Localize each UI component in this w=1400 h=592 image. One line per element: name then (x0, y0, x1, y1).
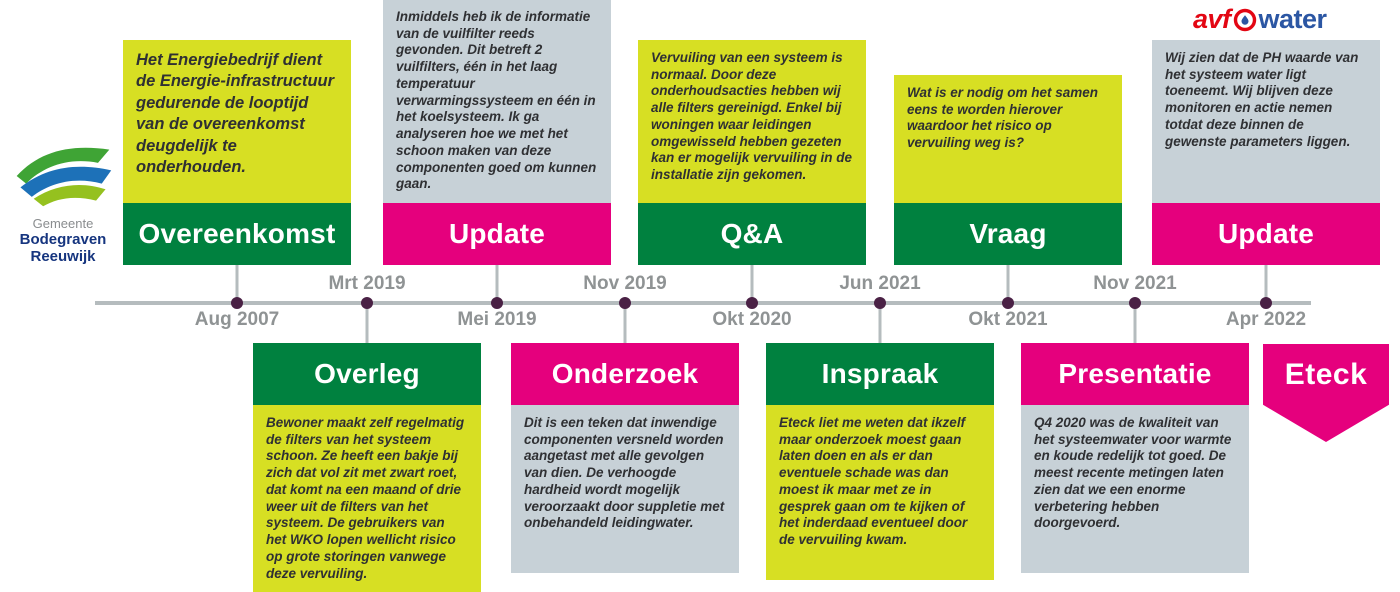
avf-text: avf (1193, 4, 1231, 34)
eteck-label: Eteck (1284, 358, 1368, 391)
date-label-mei-2019: Mei 2019 (457, 309, 537, 330)
date-label-jun-2021: Jun 2021 (839, 273, 921, 294)
event-title: Overeenkomst (123, 203, 351, 265)
event-overleg: Overleg Bewoner maakt zelf regelmatig de… (253, 343, 481, 592)
connector-qa (750, 265, 754, 303)
date-label-mrt-2019: Mrt 2019 (328, 273, 406, 294)
timeline-dot (874, 297, 886, 309)
timeline-line (95, 301, 1311, 305)
event-update-apr-2022: Wij zien dat de PH waarde van het systee… (1152, 40, 1380, 265)
gemeente-ribbons-icon (16, 147, 112, 207)
timeline-dot (746, 297, 758, 309)
timeline-dot (1129, 297, 1141, 309)
event-note: Bewoner maakt zelf regelmatig de filters… (253, 405, 481, 592)
timeline-dot (231, 297, 243, 309)
gemeente-name-line2: Reeuwijk (30, 248, 96, 266)
event-note: Q4 2020 was de kwaliteit van het systeem… (1021, 405, 1249, 573)
event-note: Wij zien dat de PH waarde van het systee… (1152, 40, 1380, 203)
connector-vraag (1006, 265, 1010, 303)
timeline-dot (619, 297, 631, 309)
date-label-aug-2007: Aug 2007 (194, 309, 280, 330)
event-qa: Vervuiling van een systeem is normaal. D… (638, 40, 866, 265)
connector-onderzoek (623, 305, 627, 344)
event-overeenkomst: Het Energiebedrijf dient de Energie-infr… (123, 40, 351, 265)
event-title: Update (383, 203, 611, 265)
connector-update-apr-2022 (1264, 265, 1268, 303)
event-vraag: Wat is er nodig om het samen eens te wor… (894, 75, 1122, 265)
event-title: Presentatie (1021, 343, 1249, 405)
timeline-dot (1002, 297, 1014, 309)
event-update-mei-2019: Inmiddels heb ik de informatie van de vu… (383, 0, 611, 265)
event-note: Inmiddels heb ik de informatie van de vu… (383, 0, 611, 203)
connector-overleg (365, 305, 369, 344)
event-note: Wat is er nodig om het samen eens te wor… (894, 75, 1122, 203)
gemeente-name-line1: Bodegraven (19, 231, 107, 248)
event-title: Overleg (253, 343, 481, 405)
event-title: Update (1152, 203, 1380, 265)
event-note: Vervuiling van een systeem is normaal. D… (638, 40, 866, 203)
event-title: Vraag (894, 203, 1122, 265)
event-title: Q&A (638, 203, 866, 265)
event-title: Onderzoek (511, 343, 739, 405)
event-note: Het Energiebedrijf dient de Energie-infr… (123, 40, 351, 203)
date-label-nov-2019: Nov 2019 (583, 273, 667, 294)
connector-presentatie (1133, 305, 1137, 344)
date-label-apr-2022: Apr 2022 (1225, 309, 1307, 330)
date-label-nov-2021: Nov 2021 (1093, 273, 1177, 294)
connector-inspraak (878, 305, 882, 344)
event-note: Dit is een teken dat inwendige component… (511, 405, 739, 573)
avf-water-logo: avf water (1193, 4, 1327, 35)
timeline-dot (1260, 297, 1272, 309)
eteck-logo: Eteck (1263, 344, 1389, 442)
event-title: Inspraak (766, 343, 994, 405)
timeline-dot (361, 297, 373, 309)
event-note: Eteck liet me weten dat ikzelf maar onde… (766, 405, 994, 580)
avf-droplet-ring-icon (1233, 8, 1256, 31)
connector-overeenkomst (235, 265, 239, 303)
gemeente-bodegraven-reeuwijk-logo: Gemeente Bodegraven Reeuwijk (6, 140, 120, 266)
date-label-okt-2020: Okt 2020 (712, 309, 792, 330)
water-text: water (1258, 4, 1328, 34)
date-label-okt-2021: Okt 2021 (968, 309, 1048, 330)
event-inspraak: Inspraak Eteck liet me weten dat ikzelf … (766, 343, 994, 580)
gemeente-label: Gemeente (32, 216, 94, 231)
event-onderzoek: Onderzoek Dit is een teken dat inwendige… (511, 343, 739, 573)
connector-update-mei-2019 (495, 265, 499, 303)
timeline-dot (491, 297, 503, 309)
event-presentatie: Presentatie Q4 2020 was de kwaliteit van… (1021, 343, 1249, 573)
